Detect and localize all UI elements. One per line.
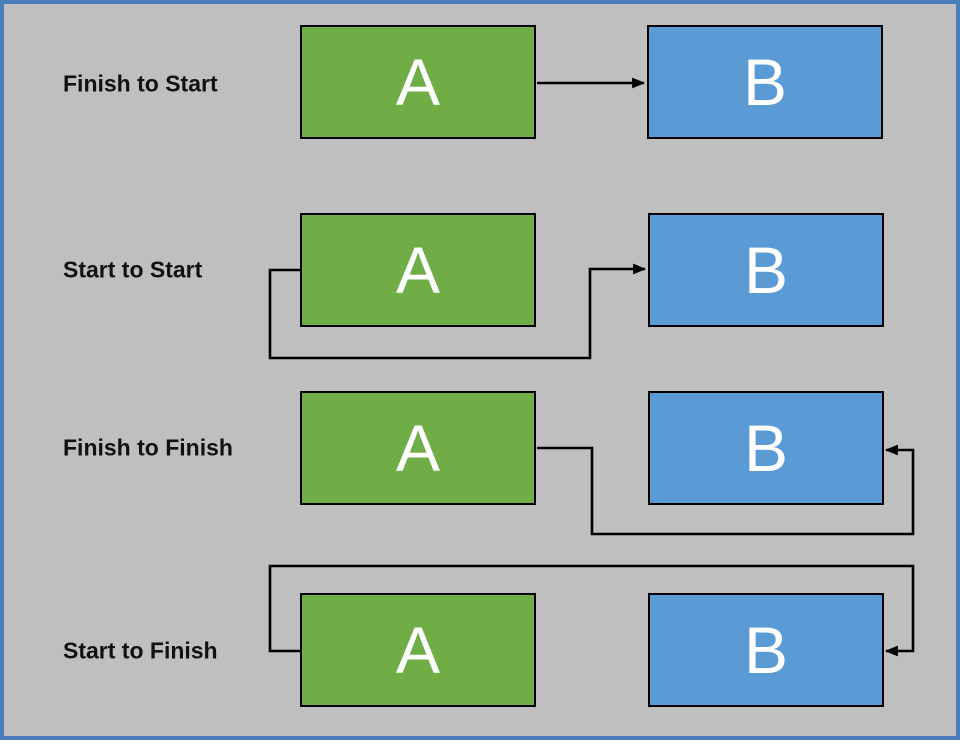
row-label-finish-to-start: Finish to Start — [63, 70, 218, 97]
task-b-box-start-to-start: B — [648, 213, 884, 327]
task-a-letter: A — [395, 411, 441, 485]
task-a-letter: A — [395, 45, 441, 119]
task-b-letter: B — [743, 233, 789, 307]
task-b-box-start-to-finish: B — [648, 593, 884, 707]
task-b-box-finish-to-finish: B — [648, 391, 884, 505]
task-a-box-start-to-finish: A — [300, 593, 536, 707]
task-b-letter: B — [743, 613, 789, 687]
row-label-start-to-start: Start to Start — [63, 256, 203, 283]
task-a-box-finish-to-start: A — [300, 25, 536, 139]
task-a-box-finish-to-finish: A — [300, 391, 536, 505]
row-label-start-to-finish: Start to Finish — [63, 637, 218, 664]
task-b-letter: B — [742, 45, 788, 119]
task-b-box-finish-to-start: B — [647, 25, 883, 139]
task-a-box-start-to-start: A — [300, 213, 536, 327]
task-a-letter: A — [395, 233, 441, 307]
task-b-letter: B — [743, 411, 789, 485]
row-label-finish-to-finish: Finish to Finish — [63, 434, 233, 461]
task-a-letter: A — [395, 613, 441, 687]
